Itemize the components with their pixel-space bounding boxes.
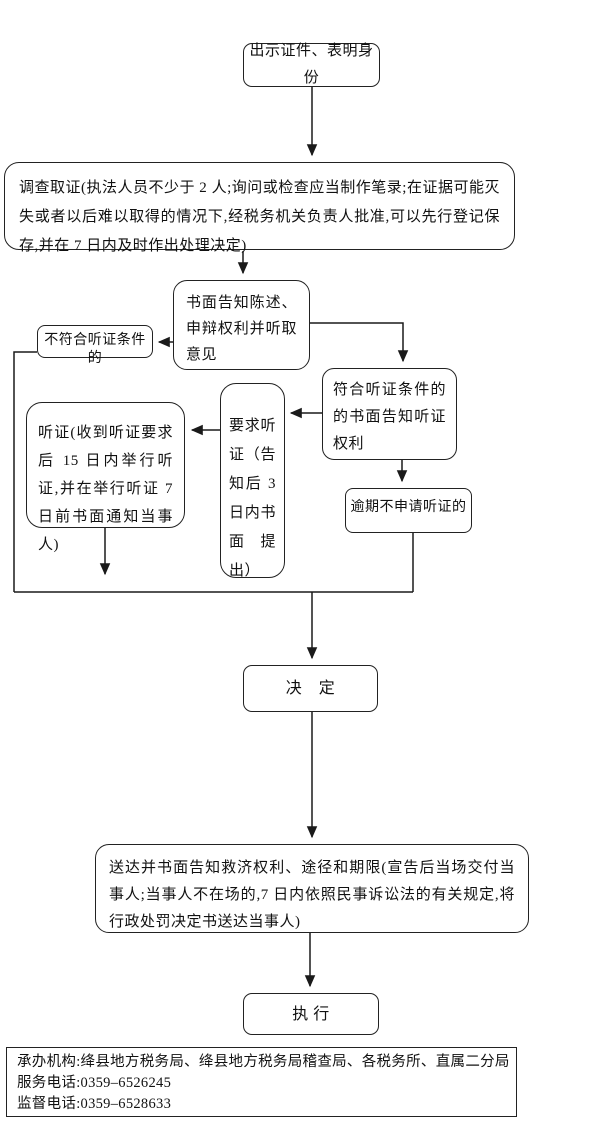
footer-info-box: 承办机构:绛县地方税务局、绛县地方税务局稽查局、各税务所、直属二分局 服务电话:… (6, 1047, 517, 1117)
node-investigation: 调查取证(执法人员不少于 2 人;询问或检查应当制作笔录;在证据可能灭失或者以后… (4, 162, 515, 254)
arrow-notify-to-qualified (310, 322, 409, 363)
node-request-hearing: 要求听证（告知后 3 日内书面提出） (220, 383, 285, 579)
footer-service-phone: 服务电话:0359–6526245 (17, 1075, 172, 1091)
footer-supervision-phone: 监督电话:0359–6528633 (17, 1096, 172, 1112)
node-qualified-hearing-notice: 符合听证条件的的书面告知听证权利 (322, 368, 457, 460)
node-deliver-notice: 送达并书面告知救济权利、途径和期限(宣告后当场交付当事人;当事人不在场的,7 日… (95, 844, 529, 933)
node-hold-hearing: 听证(收到听证要求后 15 日内举行听证,并在举行听证 7 日前书面通知当事人) (26, 402, 185, 553)
node-decision: 决 定 (243, 665, 378, 712)
node-not-qualified-hearing: 不符合听证条件的 (37, 325, 153, 366)
node-execute: 执 行 (243, 993, 379, 1035)
footer-organizer: 承办机构:绛县地方税务局、绛县地方税务局稽查局、各税务所、直属二分局 (17, 1054, 510, 1070)
node-notify-statement-rights: 书面告知陈述、申辩权利并听取意见 (173, 280, 310, 370)
node-overdue-no-hearing: 逾期不申请听证的 (345, 488, 472, 533)
node-show-credentials: 出示证件、表明身份 (243, 43, 380, 87)
